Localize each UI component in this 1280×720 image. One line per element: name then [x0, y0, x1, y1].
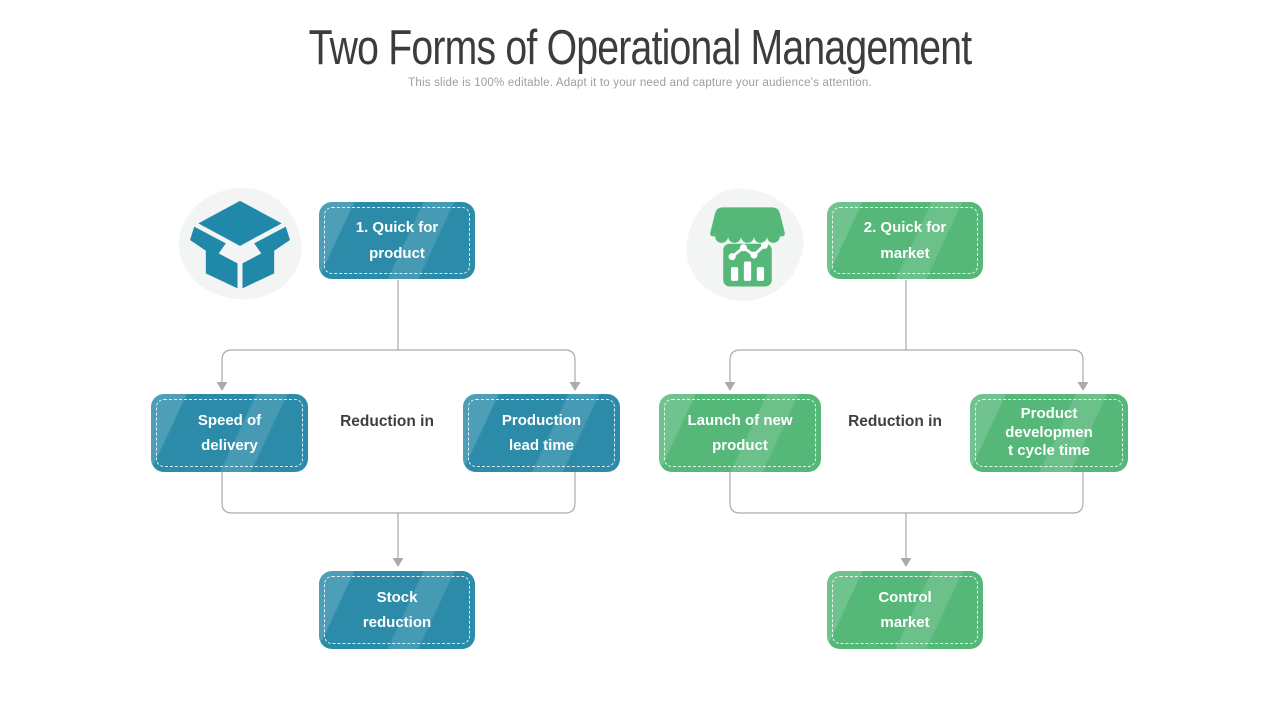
node-quick-for-product: 1. Quick for product: [319, 202, 475, 279]
node-label: Product developmen t cycle time: [1005, 404, 1093, 460]
storefront-chart-glyph: [728, 241, 769, 281]
node-speed-of-delivery: Speed of delivery: [151, 394, 308, 472]
node-production-lead-time: Production lead time: [463, 394, 620, 472]
relation-label-left: Reduction in: [340, 413, 434, 430]
node-label: Speed of delivery: [197, 411, 262, 455]
node-label: Launch of new product: [687, 411, 793, 455]
node-label: Control market: [878, 588, 932, 632]
node-stock-reduction: Stock reduction: [319, 571, 475, 649]
connector-left-tree: [216, 280, 581, 567]
node-label: Stock reduction: [362, 588, 432, 632]
node-quick-for-market: 2. Quick for market: [827, 202, 983, 279]
node-label: 1. Quick for product: [355, 219, 439, 262]
node-control-market: Control market: [827, 571, 983, 649]
relation-label-right: Reduction in: [848, 413, 942, 430]
storefront-bar-chart-icon: [710, 207, 785, 287]
node-label: 2. Quick for market: [863, 219, 947, 262]
slide-title: Two Forms of Operational Management: [308, 21, 972, 75]
connector-right-tree: [724, 280, 1089, 567]
slide-subtitle: This slide is 100% editable. Adapt it to…: [408, 77, 872, 89]
open-box-icon: [190, 200, 290, 289]
node-product-development-cycle-time: Product developmen t cycle time: [970, 394, 1128, 472]
node-label: Production lead time: [501, 411, 582, 455]
node-launch-of-new-product: Launch of new product: [659, 394, 821, 472]
